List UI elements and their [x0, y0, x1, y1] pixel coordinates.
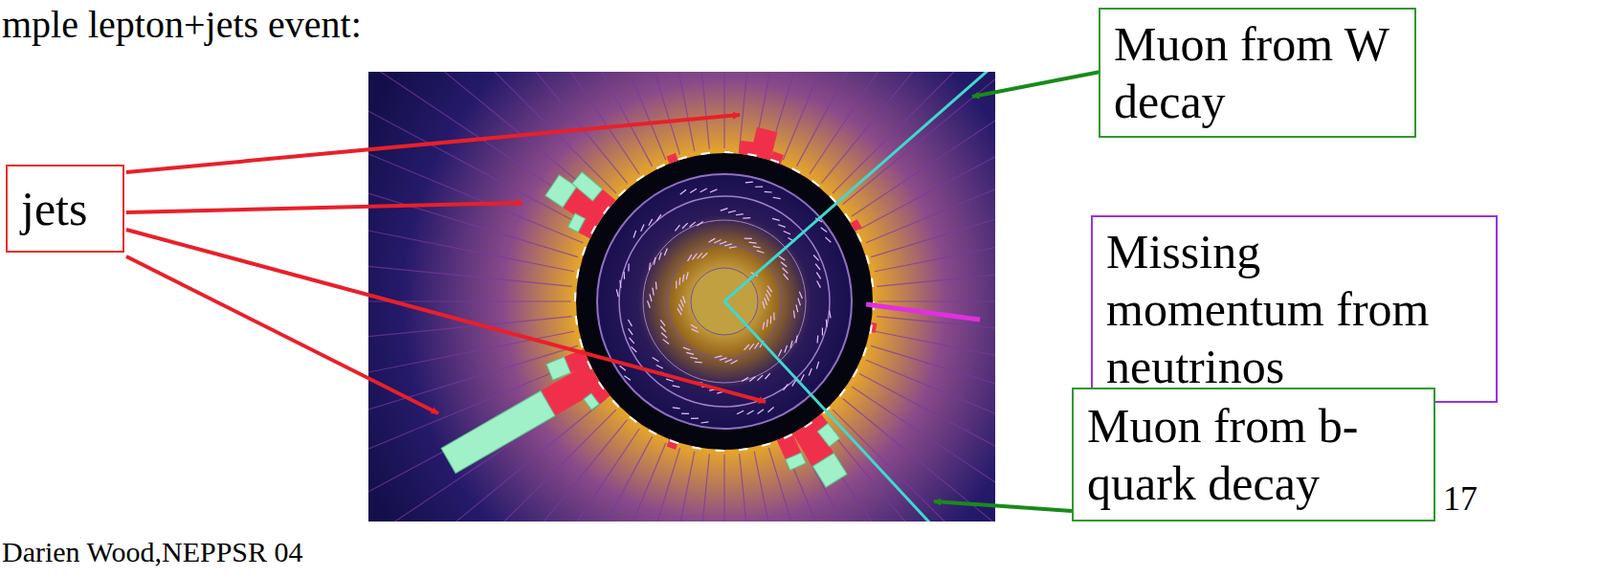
callout-box: jets [5, 164, 125, 253]
callout-box: Muon from W decay [1098, 7, 1417, 138]
page-number: 17 [1443, 478, 1478, 519]
callout-box: Muon from b-quark decay [1071, 387, 1436, 522]
callout-text: Missing momentum from neutrinos [1106, 222, 1483, 396]
callout-text: Muon from b-quark decay [1087, 397, 1421, 512]
leader-arrows [126, 71, 1101, 512]
slide-heading: mple lepton+jets event: [1, 1, 362, 47]
callout-box: Missing momentum from neutrinos [1090, 215, 1498, 403]
callout-text: Muon from W decay [1113, 15, 1401, 131]
callout-text: jets [21, 179, 110, 238]
footer-text: Darien Wood,NEPPSR 04 [1, 535, 304, 569]
